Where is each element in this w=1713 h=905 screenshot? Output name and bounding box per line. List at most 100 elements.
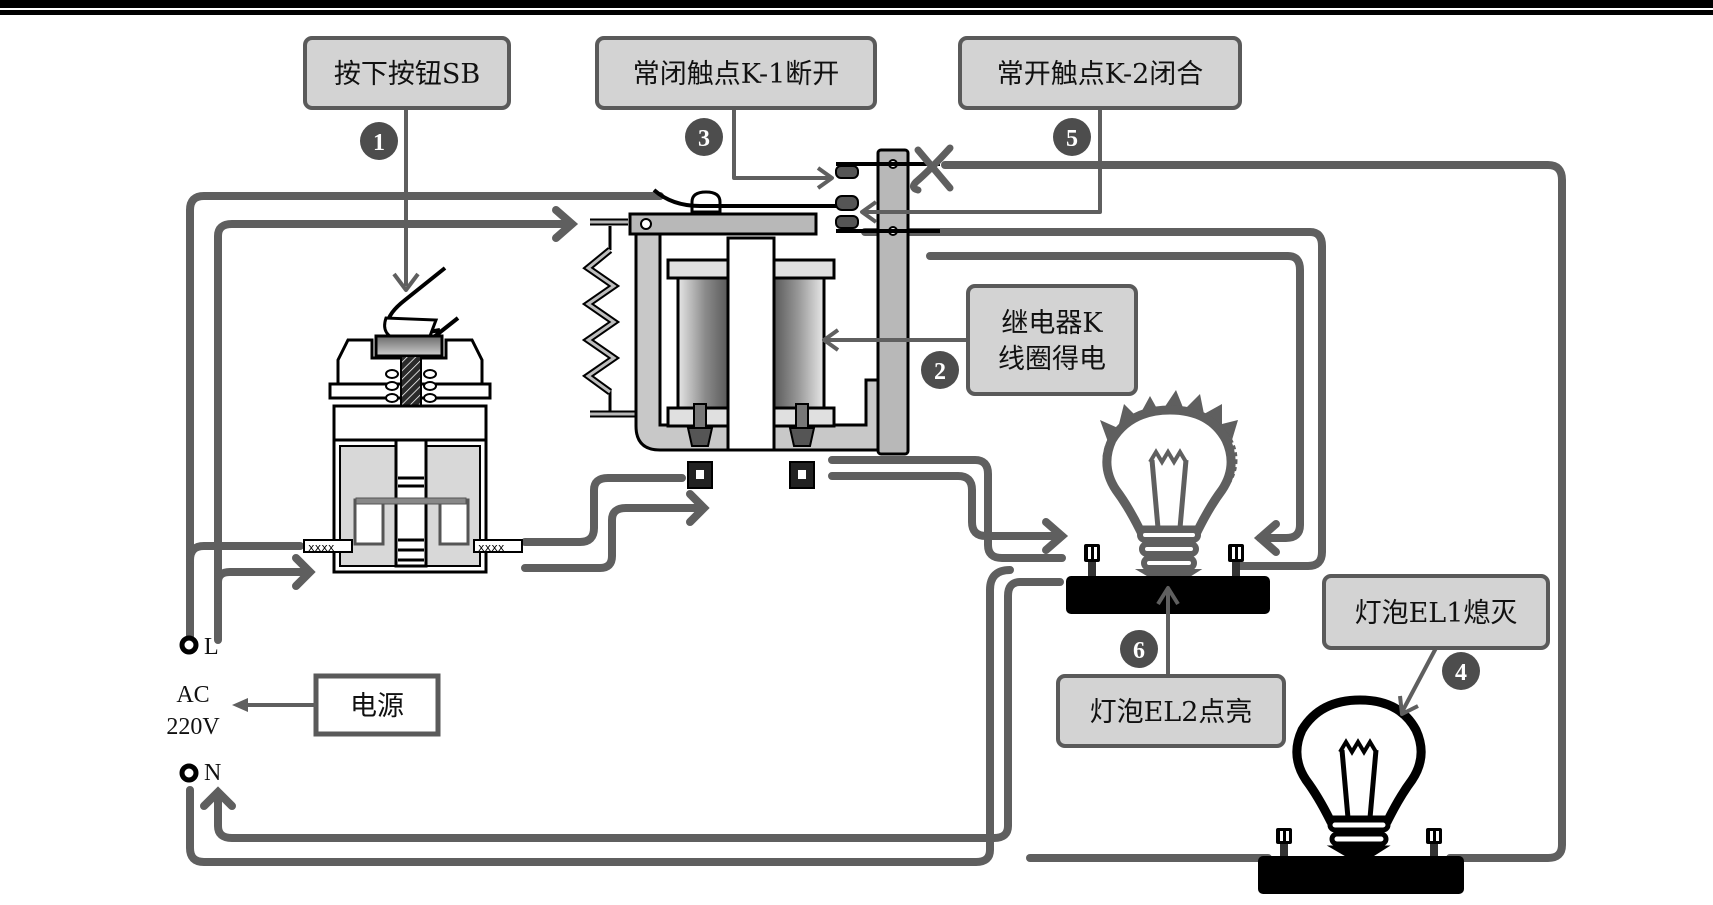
terminal-n-icon (179, 763, 199, 783)
button-body-upper (332, 404, 488, 444)
terminal-l-icon (179, 635, 199, 655)
step-badge-2-number: 2 (934, 359, 946, 385)
leader-1-arrow (392, 272, 420, 292)
lamp-el2[interactable] (1066, 390, 1270, 614)
button-cap (374, 334, 444, 358)
no-contact-k2 (835, 195, 859, 211)
step-badge-6: 6 (1120, 630, 1158, 668)
wire-relay-coil-to-el2 (828, 456, 1066, 562)
step-badge-5: 5 (1053, 118, 1091, 156)
callout-5: 常开触点K-2闭合 (958, 36, 1242, 110)
arrow-into-relay-armature (552, 206, 579, 242)
callout-2-box (966, 284, 1138, 396)
voltage-ac-label: AC (176, 682, 209, 708)
header-rule-thin (0, 10, 1713, 15)
contact-left (353, 498, 385, 546)
step-badge-2: 2 (921, 351, 959, 389)
callout-1-box (303, 36, 511, 110)
socket-screw-right (1228, 544, 1244, 576)
callout-5-text: 常开触点K-2闭合 (997, 59, 1204, 90)
leader-4-arrow (1398, 695, 1419, 716)
wire-l-to-relay-arm (186, 192, 664, 644)
step-badge-1: 1 (360, 122, 398, 160)
callout-3-text: 常闭触点K-1断开 (633, 59, 840, 90)
arrow-into-el2-right (1253, 520, 1280, 556)
callout-6-box (1056, 674, 1286, 748)
no-contact-k2-lower (835, 215, 859, 229)
callout-2-line1: 继电器K (1001, 308, 1103, 339)
arrow-up-to-n (200, 786, 236, 810)
callout-5-box (958, 36, 1242, 110)
lamp-el1[interactable] (1258, 695, 1464, 894)
leader-4 (1400, 647, 1438, 713)
lamp-el1-socket (1258, 856, 1464, 894)
arrow-into-el2-left (1042, 518, 1069, 554)
power-source-label: 电源 (350, 691, 404, 722)
button-terminal-left (303, 539, 353, 553)
callout-1-text: 按下按钮SB (334, 59, 480, 90)
leader-3 (732, 108, 830, 180)
wire-k2-to-el2 (861, 228, 1326, 570)
coil-core (726, 236, 776, 452)
button-sb[interactable]: xxxx xxxx (303, 266, 523, 574)
wire-relay-coil-to-el2-arrow (828, 472, 1064, 540)
terminal-right-marks: xxxx (478, 541, 505, 554)
step-badge-3-number: 3 (698, 126, 710, 152)
lamp-el1-glass (1292, 695, 1426, 825)
lamp-el1-filament (1338, 738, 1378, 756)
step-badge-5-number: 5 (1066, 126, 1078, 152)
el1-lead-right (1367, 749, 1379, 819)
callout-leaders (392, 108, 1438, 716)
step-badge-6-number: 6 (1133, 638, 1145, 664)
callout-3-box (595, 36, 877, 110)
nc-contact-k1 (835, 165, 859, 179)
terminal-l-label: L (204, 634, 219, 660)
wires (186, 161, 1566, 866)
callout-2-line2: 线圈得电 (998, 344, 1106, 375)
header-rule-thick (0, 0, 1713, 8)
el1-socket-screw-left (1276, 828, 1292, 856)
coil-terminal-left (686, 403, 714, 489)
el1-socket-screw-right (1426, 828, 1442, 856)
el1-lead-left (1339, 749, 1351, 819)
callout-4-box (1322, 574, 1550, 650)
coil-left (676, 276, 730, 410)
voltage-220v-label: 220V (166, 714, 220, 740)
leader-6-arrow (1156, 586, 1180, 606)
wire-n-return-inner (214, 578, 1064, 842)
leader-5-arrow (860, 200, 878, 224)
leader-5 (862, 108, 1102, 214)
callout-1: 按下按钮SB (303, 36, 511, 110)
filament-lead-left (1149, 459, 1161, 529)
socket-screw-left (1084, 544, 1100, 576)
power-supply: L N AC 220V 电源 (166, 634, 441, 786)
callout-3: 常闭触点K-1断开 (595, 36, 877, 110)
contact-bridge (355, 497, 467, 505)
callout-6-text: 灯泡EL2点亮 (1090, 697, 1253, 728)
relay-k[interactable] (581, 144, 954, 489)
filament-lead-right (1177, 459, 1189, 529)
arrow-into-relay-coil (686, 490, 710, 526)
wire-arrowheads (200, 206, 1280, 810)
coil-terminal-right (788, 403, 816, 489)
wire-button-to-relay-coil-arrow (521, 504, 704, 572)
coil-right (772, 276, 826, 410)
power-source-box (313, 673, 441, 737)
leader-2-arrow (822, 328, 840, 352)
break-x-icon (909, 144, 954, 194)
step-badge-4: 4 (1442, 652, 1480, 690)
wire-l-to-relay-armature (214, 220, 574, 644)
plunger-rings (398, 476, 424, 562)
terminal-n-label: N (204, 760, 221, 786)
callout-2: 继电器K 线圈得电 (966, 284, 1138, 396)
relay-pushrod (690, 190, 722, 214)
armature-pivot-screw (640, 218, 652, 230)
callout-6: 灯泡EL2点亮 (1056, 674, 1286, 748)
wire-l-to-button-left (186, 542, 304, 564)
power-source-arrowhead (232, 698, 248, 712)
button-terminal-right (473, 539, 523, 553)
callout-4: 灯泡EL1熄灭 (1322, 574, 1550, 650)
moving-contact-leaf (652, 188, 858, 208)
lamp-el1-base (1326, 817, 1391, 865)
